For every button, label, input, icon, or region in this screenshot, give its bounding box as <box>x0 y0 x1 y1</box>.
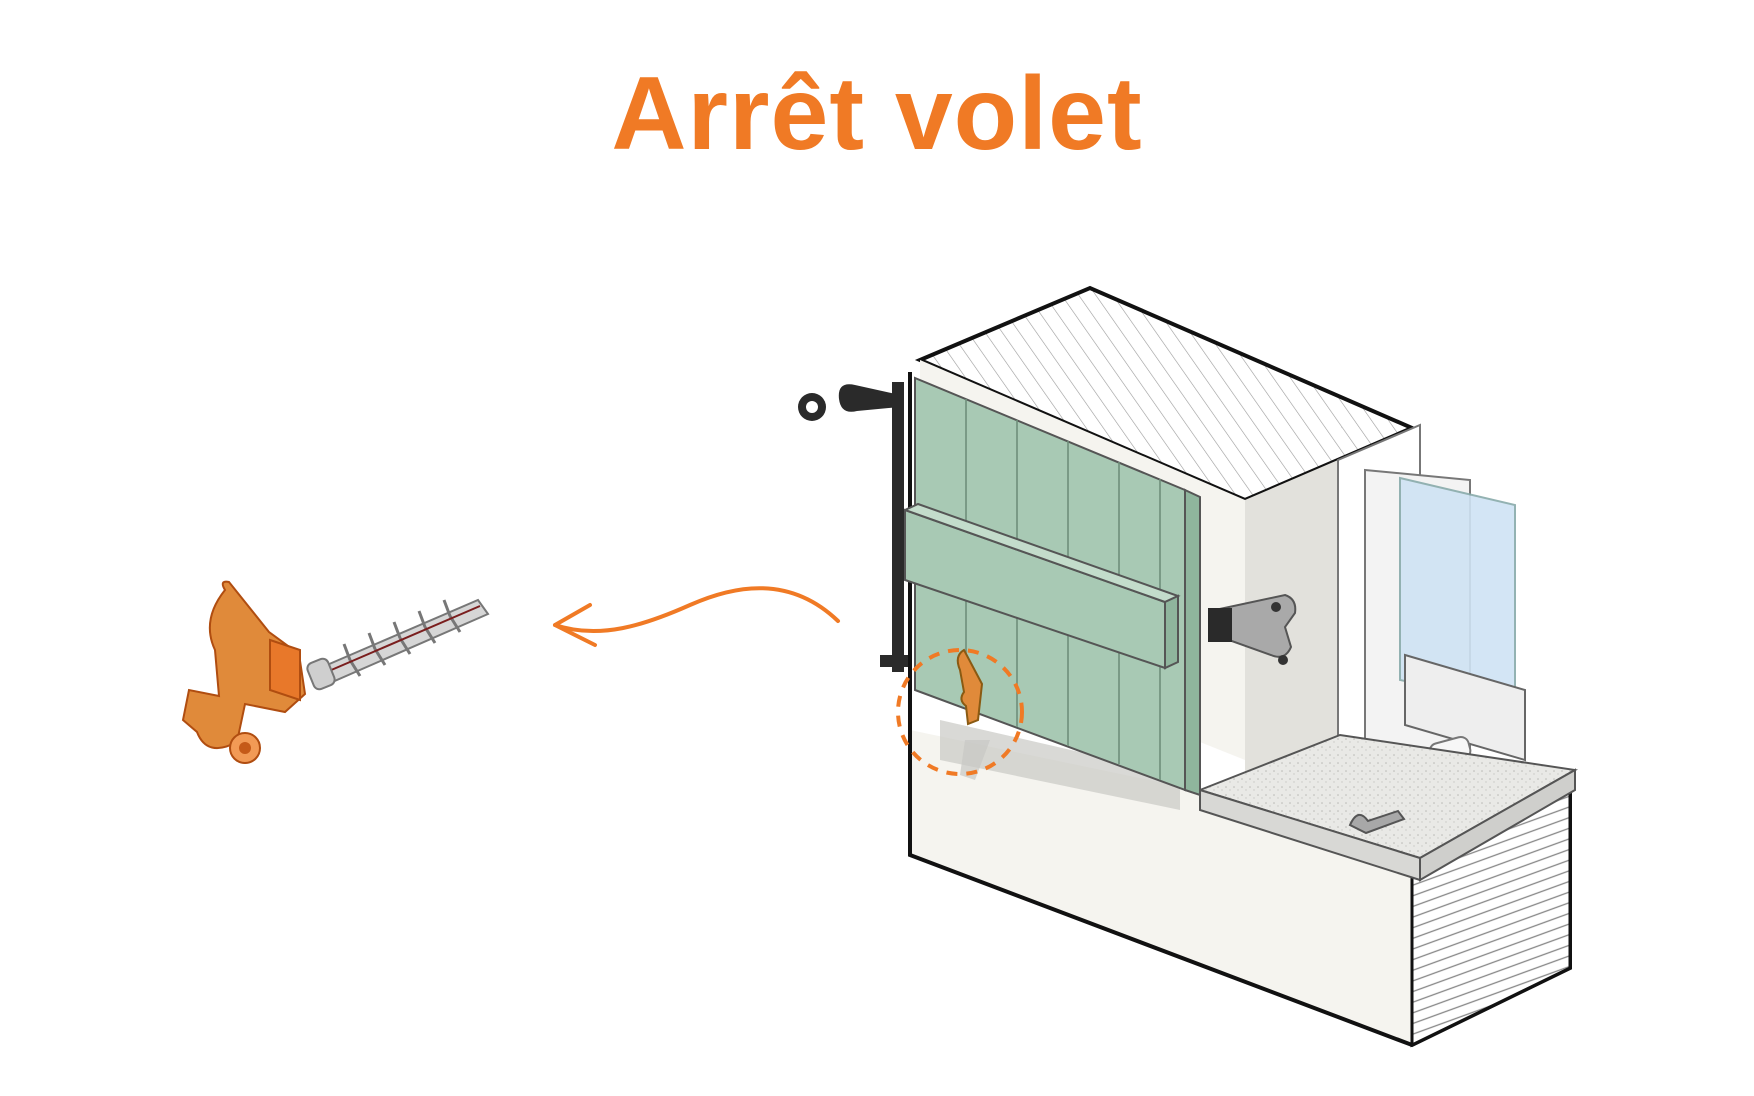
page-title: Arrêt volet <box>611 56 1143 172</box>
window-sill <box>1196 733 1579 882</box>
shutter-shadow <box>940 720 1180 810</box>
hinge-hardware <box>798 382 1297 672</box>
hinge-strap-icon <box>838 384 900 412</box>
dashed-circle-icon <box>896 648 1024 776</box>
window-frame <box>1337 423 1526 822</box>
window-reveal <box>1245 460 1338 780</box>
arrow-head <box>553 603 597 647</box>
wall-lower-face <box>910 730 1412 1045</box>
shutter-stop-in-place <box>956 648 990 780</box>
shutter-stop-icon <box>956 648 984 726</box>
shutter-hinge-rod <box>892 382 904 672</box>
shutter-stop-icon <box>181 580 307 750</box>
shutter-stop-detail <box>181 580 490 764</box>
wall-plug-icon <box>306 598 490 691</box>
sill-stop-icon <box>1348 809 1406 835</box>
arrow-left-icon <box>553 586 840 634</box>
